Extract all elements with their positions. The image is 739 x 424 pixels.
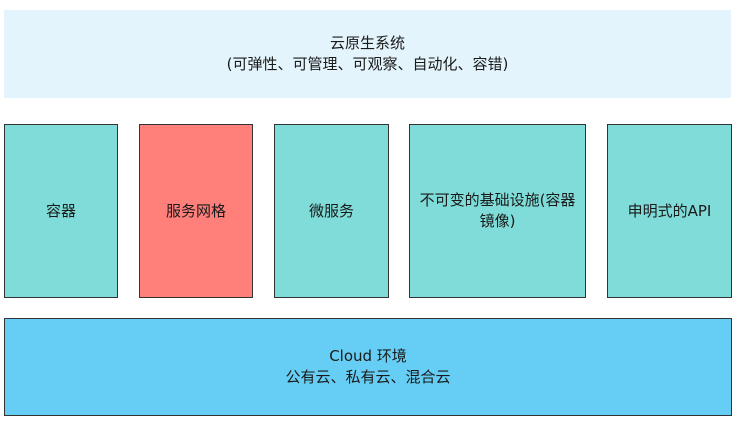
declarative-api-label: 申明式的API [627,201,712,220]
cloud-environment-types: 公有云、私有云、混合云 [285,368,451,386]
container-box: 容器 [4,124,118,298]
microservices-label: 微服务 [308,201,354,220]
microservices-box: 微服务 [274,124,389,298]
service-mesh-box: 服务网格 [139,124,253,298]
immutable-infrastructure-box: 不可变的基础设施(容器镜像) [409,124,586,298]
cloud-environment-box: Cloud 环境 公有云、私有云、混合云 [4,318,732,416]
declarative-api-box: 申明式的API [607,124,732,298]
immutable-infrastructure-label: 不可变的基础设施(容器镜像) [419,191,576,230]
container-label: 容器 [45,201,76,220]
cloud-native-properties: (可弹性、可管理、可观察、自动化、容错) [226,55,509,73]
service-mesh-label: 服务网格 [165,201,226,220]
cloud-native-system-box: 云原生系统 (可弹性、可管理、可观察、自动化、容错) [4,10,731,98]
cloud-native-title: 云原生系统 [329,34,405,52]
cloud-environment-title: Cloud 环境 [329,347,407,365]
